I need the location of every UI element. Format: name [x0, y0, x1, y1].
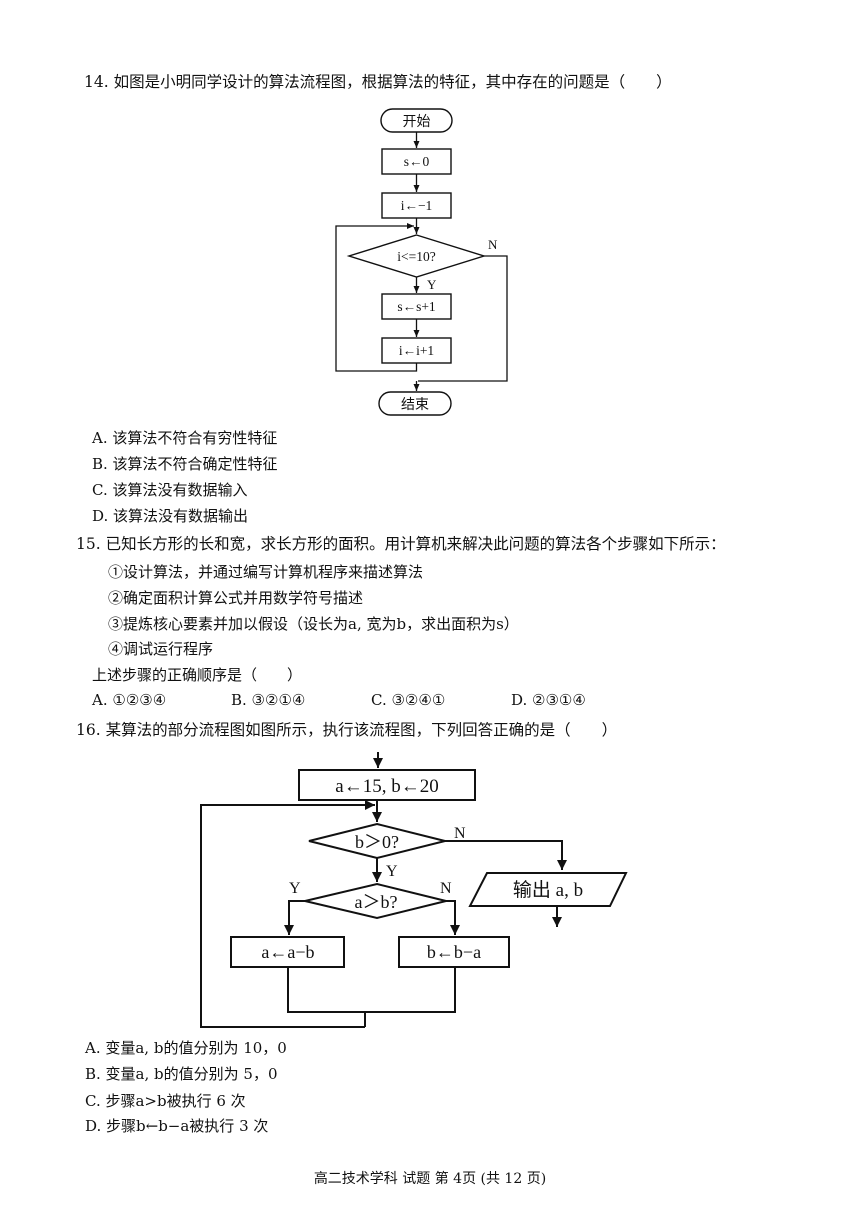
q14-end-label: 结束	[401, 397, 429, 413]
page-footer: 高二技术学科 试题 第 4页 (共 12 页)	[313, 1171, 547, 1187]
q14-option-b: B. 该算法不符合确定性特征	[92, 455, 278, 473]
q14-s-init-label: s←0	[404, 154, 430, 169]
q16-decision-b-yes: Y	[386, 863, 398, 880]
q16-left-box	[230, 936, 345, 968]
q16-decision-a-no: N	[440, 880, 452, 897]
q14-yes-label: Y	[427, 277, 437, 292]
q16-output-box	[468, 872, 628, 907]
q16-init-box	[298, 769, 476, 801]
q14-option-c: C. 该算法没有数据输入	[92, 481, 248, 499]
q14-i-init-box	[381, 192, 452, 219]
q16-loop-line	[200, 800, 375, 1028]
q15-option-a: A. ①②③④	[92, 691, 167, 709]
q14-loop-line	[335, 223, 418, 372]
q15-option-b: B. ③②①④	[231, 691, 306, 709]
q16-right-box-label: b←b−a	[427, 942, 481, 962]
q16-option-d: D. 步骤b←b−a被执行 3 次	[85, 1117, 269, 1135]
q16-output-label: 输出 a, b	[513, 879, 583, 901]
q16-option-c: C. 步骤a>b被执行 6 次	[85, 1092, 246, 1110]
q16-stem: 16. 某算法的部分流程图如图所示，执行该流程图，下列回答正确的是（ ）	[76, 721, 618, 739]
q14-stem: 14. 如图是小明同学设计的算法流程图，根据算法的特征，其中存在的问题是（ ）	[84, 73, 672, 91]
q16-decision-a-yes: Y	[289, 880, 301, 897]
q14-option-a: A. 该算法不符合有穷性特征	[92, 429, 278, 447]
q15-option-d: D. ②③①④	[511, 691, 586, 709]
q14-s-update-label: s←s+1	[397, 299, 435, 314]
q15-question: 上述步骤的正确顺序是（ ）	[92, 666, 303, 684]
q14-i-update-box	[381, 337, 452, 364]
q14-option-d: D. 该算法没有数据输出	[92, 507, 249, 525]
q14-decision-label: i<=10?	[397, 249, 435, 264]
q15-step-2: ②确定面积计算公式并用数学符号描述	[108, 589, 364, 607]
q16-decision-b-no: N	[454, 825, 466, 842]
q15-step-4: ④调试运行程序	[108, 640, 214, 658]
q16-init-label: a←15, b←20	[335, 776, 438, 797]
q14-i-update-label: i←i+1	[399, 343, 434, 358]
q16-decision-b-label: b＞0?	[355, 832, 399, 852]
q14-no-line	[418, 255, 508, 382]
q15-step-1: ①设计算法，并通过编写计算机程序来描述算法	[108, 563, 424, 581]
q16-left-box-label: a←a−b	[261, 942, 314, 962]
q14-no-label: N	[488, 237, 498, 252]
q16-option-b: B. 变量a, b的值分别为 5，0	[85, 1065, 278, 1083]
q14-s-update-box	[381, 293, 452, 320]
q14-start-label: 开始	[403, 114, 431, 130]
q14-s-init-box	[381, 148, 452, 175]
q15-option-c: C. ③②④①	[371, 691, 446, 709]
q16-option-a: A. 变量a, b的值分别为 10，0	[85, 1039, 287, 1057]
q14-i-init-label: i←−1	[401, 198, 433, 213]
q16-decision-a-label: a＞b?	[355, 892, 398, 912]
q15-stem: 15. 已知长方形的长和宽，求长方形的面积。用计算机来解决此问题的算法各个步骤如…	[76, 535, 726, 553]
q15-step-3: ③提炼核心要素并加以假设（设长为a, 宽为b，求出面积为s）	[108, 615, 519, 633]
q16-decision-a	[304, 882, 447, 920]
q14-end-terminal	[378, 391, 452, 416]
